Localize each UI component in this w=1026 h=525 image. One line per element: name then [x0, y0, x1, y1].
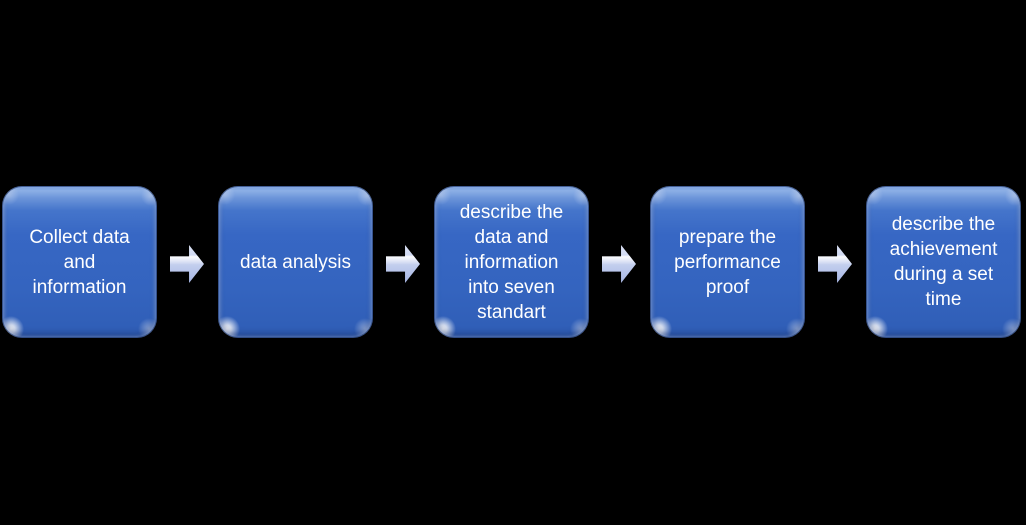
process-step-label: describe the data and information into s…: [459, 201, 564, 323]
process-step-describe-data: describe the data and information into s…: [434, 186, 589, 338]
right-block-arrow-icon: [170, 245, 204, 283]
right-block-arrow-icon: [386, 245, 420, 283]
right-block-arrow-icon: [602, 245, 636, 283]
process-step-label: prepare the performance proof: [674, 226, 781, 298]
process-step-describe-achievement: describe the achievement during a set ti…: [866, 186, 1021, 338]
process-step-data-analysis: data analysis: [218, 186, 373, 338]
process-step-label: describe the achievement during a set ti…: [889, 214, 998, 310]
process-step-label: Collect data and information: [29, 226, 130, 298]
process-step-label: data analysis: [240, 251, 351, 273]
process-step-prepare-proof: prepare the performance proof: [650, 186, 805, 338]
process-step-collect-data: Collect data and information: [2, 186, 157, 338]
right-block-arrow-icon: [818, 245, 852, 283]
